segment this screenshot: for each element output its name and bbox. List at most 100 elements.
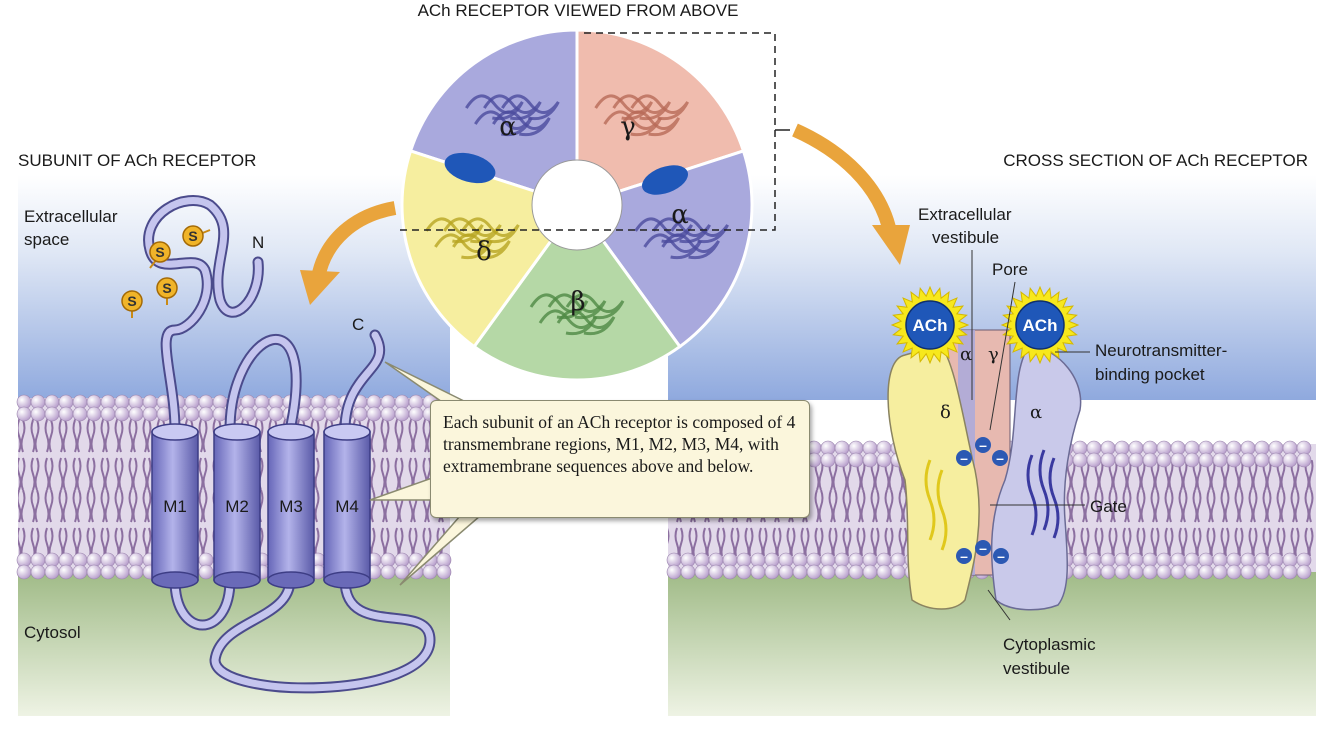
- leader-lines: [971, 250, 1090, 621]
- charge: –: [956, 548, 972, 564]
- svg-text:S: S: [162, 280, 171, 296]
- lipid-head: [1240, 564, 1256, 580]
- cytoplasm-region-right: [668, 570, 1316, 716]
- protein-ribbon: [461, 217, 520, 244]
- receptor-channel: [887, 329, 1082, 611]
- lipid-head: [184, 406, 200, 422]
- binding-site-right: [642, 165, 688, 195]
- lipid-head: [1156, 564, 1172, 580]
- alpha-front-label: α: [1030, 402, 1042, 423]
- lipid-head: [806, 564, 822, 580]
- charge: –: [975, 540, 991, 556]
- lipid-head: [128, 564, 144, 580]
- lipid-head: [862, 564, 878, 580]
- lipid-head: [394, 406, 410, 422]
- lipid-head: [1142, 564, 1158, 580]
- protein-ribbon: [621, 110, 680, 137]
- wheel-gamma-label: γ: [620, 112, 636, 142]
- alpha-back-label: α: [960, 344, 972, 365]
- protein-ribbon: [670, 217, 729, 244]
- lipid-head: [1296, 452, 1312, 468]
- lipid-head: [240, 406, 256, 422]
- lipid-head: [58, 564, 74, 580]
- svg-text:–: –: [979, 540, 987, 556]
- lipid-head: [268, 406, 284, 422]
- central-pore: [531, 159, 623, 251]
- charge: –: [993, 548, 1009, 564]
- n-terminus-label: N: [252, 233, 264, 252]
- lipid-head: [16, 564, 32, 580]
- lipid-head: [436, 564, 452, 580]
- lipid-head: [72, 406, 88, 422]
- s-marker: S: [156, 277, 178, 299]
- protein-ribbon: [603, 110, 662, 137]
- gate-label: Gate: [1090, 497, 1127, 516]
- lipid-head: [876, 452, 892, 468]
- lipid-head: [1212, 452, 1228, 468]
- transmembrane-helix-m1: M1: [151, 423, 199, 589]
- s-marker: S: [149, 241, 171, 263]
- protein-ribbon: [661, 233, 720, 260]
- protein-ribbon: [452, 233, 511, 260]
- lipid-head: [16, 406, 32, 422]
- lipid-head: [1114, 564, 1130, 580]
- protein-ribbon: [492, 110, 551, 137]
- callout-pointers: [369, 361, 483, 586]
- lipid-head: [1170, 452, 1186, 468]
- lipid-head: [1226, 564, 1242, 580]
- lipid-head: [834, 564, 850, 580]
- lipid-head: [1170, 564, 1186, 580]
- transmembrane-helix-m4: M4: [323, 423, 371, 589]
- lipid-head: [1254, 564, 1270, 580]
- binding-pocket-label-line2: binding pocket: [1095, 365, 1205, 384]
- protein-ribbon: [538, 309, 598, 336]
- lipid-head: [1142, 452, 1158, 468]
- protein-ribbon: [443, 217, 502, 244]
- lipid-head: [100, 564, 116, 580]
- lipid-head: [254, 406, 270, 422]
- lipid-head: [128, 406, 144, 422]
- lipid-head: [422, 564, 438, 580]
- lipid-head: [820, 452, 836, 468]
- lipid-head: [310, 406, 326, 422]
- left-panel: S S S S M1 M2 M3 M4: [16, 151, 452, 716]
- s-marker: S: [121, 290, 143, 312]
- lipid-head: [1128, 452, 1144, 468]
- wheel-beta-label: β: [570, 287, 585, 317]
- svg-text:ACh: ACh: [913, 316, 948, 335]
- svg-text:–: –: [960, 548, 968, 564]
- lipid-head: [30, 564, 46, 580]
- lipid-head: [366, 406, 382, 422]
- extracellular-space-label: Extracellular: [24, 207, 118, 226]
- wheel-delta-label: δ: [476, 237, 492, 267]
- lipid-head: [1226, 452, 1242, 468]
- polypeptide-chain: [143, 195, 436, 694]
- svg-text:–: –: [979, 437, 987, 453]
- svg-text:–: –: [960, 450, 968, 466]
- protein-ribbon: [652, 217, 711, 244]
- lipid-head: [30, 406, 46, 422]
- lipid-head: [792, 564, 808, 580]
- protein-ribbon: [565, 293, 625, 320]
- lipid-head: [1184, 564, 1200, 580]
- lipid-head: [1268, 452, 1284, 468]
- m4-label: M4: [335, 497, 359, 516]
- lipid-head: [848, 452, 864, 468]
- svg-text:S: S: [188, 228, 197, 244]
- lipid-head: [708, 564, 724, 580]
- lipid-head: [408, 406, 424, 422]
- m2-label: M2: [225, 497, 249, 516]
- protein-ribbon: [434, 233, 493, 260]
- svg-text:ACh: ACh: [1023, 316, 1058, 335]
- protein-ribbon: [630, 94, 689, 121]
- lipid-head: [72, 564, 88, 580]
- delta-subunit: [887, 344, 980, 610]
- lipid-head: [862, 452, 878, 468]
- wheel-alpha-label: α: [499, 112, 517, 142]
- m1-label: M1: [163, 497, 187, 516]
- lipid-head: [1072, 564, 1088, 580]
- pore-label: Pore: [992, 260, 1028, 279]
- lipid-head: [736, 564, 752, 580]
